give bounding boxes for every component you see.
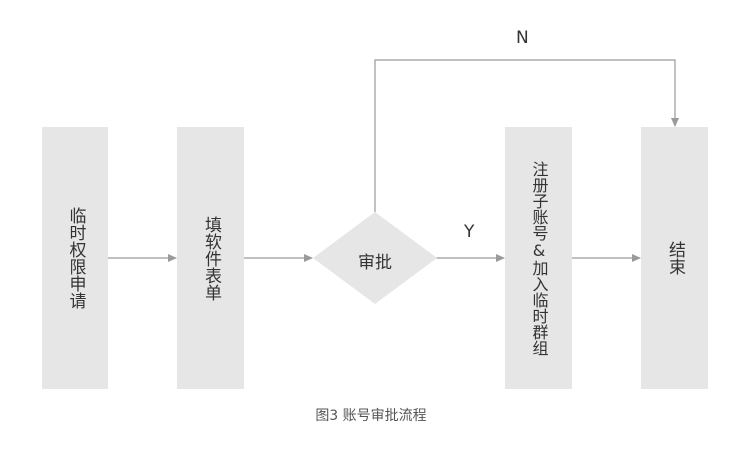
node-label: 临时权限申请 bbox=[65, 207, 86, 309]
edge-label-no: N bbox=[516, 28, 529, 48]
node-fill-software-form: 填软件表单 bbox=[177, 127, 244, 389]
node-label: 结束 bbox=[665, 241, 685, 275]
node-register-subaccount: 注册子账号&加入临时群组 bbox=[505, 127, 572, 389]
node-label: 注册子账号&加入临时群组 bbox=[529, 160, 549, 356]
figure-caption: 图3 账号审批流程 bbox=[315, 408, 427, 424]
edge-approve-no bbox=[374, 59, 679, 212]
node-label: 填软件表单 bbox=[201, 215, 221, 301]
node-end: 结束 bbox=[641, 127, 708, 389]
node-approve-diamond bbox=[313, 212, 437, 304]
node-temp-permission-apply: 临时权限申请 bbox=[42, 127, 108, 389]
edge-label-yes: Y bbox=[464, 222, 475, 242]
node-approve-label: 审批 bbox=[358, 253, 392, 273]
